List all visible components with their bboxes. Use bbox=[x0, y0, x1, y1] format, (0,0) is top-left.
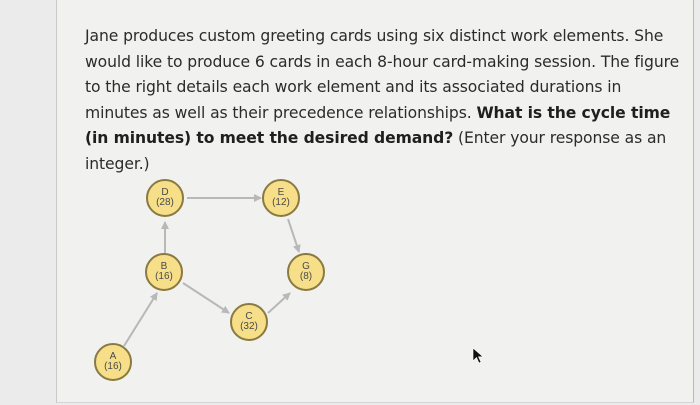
node-c: C (32) bbox=[230, 303, 268, 341]
node-b: B (16) bbox=[145, 253, 183, 291]
mouse-pointer-icon bbox=[472, 347, 484, 364]
node-a: A (16) bbox=[94, 343, 132, 381]
node-g: G (8) bbox=[287, 253, 325, 291]
node-g-duration: (8) bbox=[299, 271, 313, 282]
edge-c-g bbox=[267, 292, 291, 314]
node-c-label: C bbox=[245, 311, 253, 322]
question-instruction: (Enter your response as an integer.) bbox=[85, 129, 667, 173]
node-e: E (12) bbox=[262, 179, 300, 217]
node-g-label: G bbox=[302, 261, 310, 272]
question-body: Jane produces custom greeting cards usin… bbox=[85, 27, 680, 122]
edge-b-c bbox=[182, 282, 230, 314]
edge-a-b bbox=[123, 292, 158, 347]
node-d: D (28) bbox=[146, 179, 184, 217]
node-e-label: E bbox=[277, 187, 285, 198]
node-a-duration: (16) bbox=[104, 361, 122, 372]
node-d-duration: (28) bbox=[156, 197, 174, 208]
node-a-label: A bbox=[109, 351, 117, 362]
node-e-duration: (12) bbox=[272, 197, 290, 208]
node-b-duration: (16) bbox=[155, 271, 173, 282]
node-c-duration: (32) bbox=[240, 321, 258, 332]
node-b-label: B bbox=[160, 261, 168, 272]
question-prompt: What is the cycle time (in minutes) to m… bbox=[85, 103, 671, 148]
edge-e-g bbox=[287, 218, 301, 253]
node-d-label: D bbox=[161, 187, 169, 198]
question-text: Jane produces custom greeting cards usin… bbox=[85, 24, 685, 177]
